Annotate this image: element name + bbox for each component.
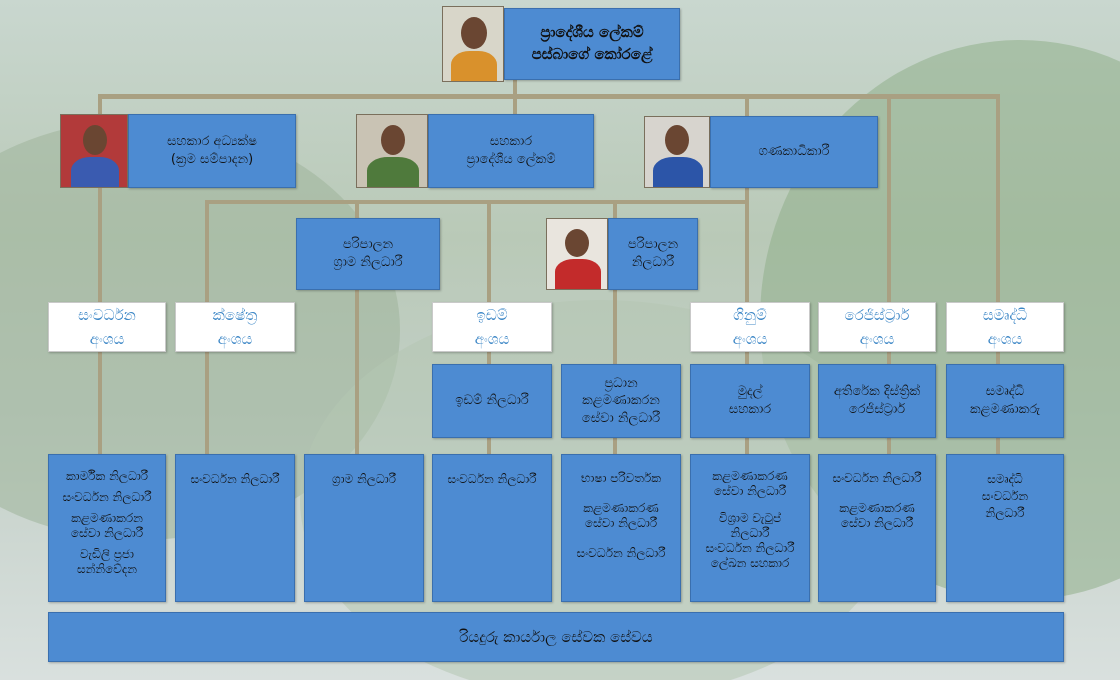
division-label: ගිනුම් (733, 306, 767, 324)
admin-officer-line2: නිලධාරී (631, 255, 675, 270)
division-development: සංවර්ධන අංශය (48, 302, 166, 352)
head-title-line1: ප්‍රාදේශීය ලේකම් (540, 23, 644, 42)
subunit-line: සහකාර (728, 402, 772, 417)
staff-item: කළමණාකරණ සේවා නිලධාරී (583, 500, 659, 531)
asst-secretary-line2: ප්‍රාදේශීය ලේකම් (466, 152, 556, 167)
admin-grama-officer-box: පරිපාලන ග්‍රාම නිලධාරී (296, 218, 440, 290)
connector-v1 (98, 94, 102, 454)
division-sublabel: අංශය (732, 330, 768, 348)
subunit-line: මුදල් (737, 384, 763, 400)
accountant-box: ගණකාධිකාරී (710, 116, 878, 188)
staff-item: විශ්‍රාම වැටුප් නිලධාරී සංවර්ධන නිලධාරී … (705, 511, 795, 570)
connector-v9 (613, 200, 617, 454)
staff-column-1: කාර්මික නිලධාරී සංවර්ධන නිලධාරී කළමණාකරන… (48, 454, 166, 602)
staff-item: වැඩිලි ප්‍රජා සන්නිවේදන (77, 547, 137, 576)
asst-director-photo (60, 114, 128, 188)
accountant-line1: ගණකාධිකාරී (758, 144, 830, 160)
subunit-line: අතිරේක දිස්ත්‍රික් (833, 384, 921, 400)
subunit-land-officer: ඉඩම් නිලධාරී (432, 364, 552, 438)
connector-v5 (996, 94, 1000, 454)
staff-item: සමෘද්ධි සංවර්ධන නිලධාරී (981, 472, 1029, 520)
subunit-additional-registrar: අතිරේක දිස්ත්‍රික් රෙජිස්ට්‍රාර් (818, 364, 936, 438)
staff-item: කළමණාකරණ සේවා නිලධාරී (839, 500, 915, 531)
staff-item: කළමණාකරණ සේවා නිලධාරී (712, 469, 788, 498)
subunit-line: සේවා නිලධාරී (581, 410, 661, 426)
asst-director-box: සහකාර අධ්‍යක්ෂ (ක්‍රම සම්පාදන) (128, 114, 296, 188)
connector-v7 (355, 200, 359, 454)
staff-item: භාෂා පරිවර්තක (580, 471, 661, 485)
division-land: ඉඩම් අංශය (432, 302, 552, 352)
head-title-box: ප්‍රාදේශීය ලේකම් පස්බාගේ කෝරළේ (504, 8, 680, 80)
division-sublabel: අංශය (859, 330, 895, 348)
admin-officer-box: පරිපාලන නිලධාරී (608, 218, 698, 290)
subunit-line: ඉඩම් නිලධාරී (455, 393, 529, 409)
connector-second-horizontal (205, 200, 745, 204)
division-field: ක්ෂේත්‍ර අංශය (175, 302, 295, 352)
staff-column-2: සංවර්ධන නිලධාරී (175, 454, 295, 602)
accountant-photo (644, 116, 710, 188)
asst-secretary-box: සහකාර ප්‍රාදේශීය ලේකම් (428, 114, 594, 188)
asst-secretary-photo (356, 114, 428, 188)
head-title-line2: පස්බාගේ කෝරළේ (531, 45, 653, 63)
asst-secretary-line1: සහකාර (489, 134, 533, 150)
head-photo (442, 6, 504, 82)
division-sublabel: අංශය (474, 330, 510, 348)
staff-column-5: භාෂා පරිවර්තක කළමණාකරණ සේවා නිලධාරී සංවර… (561, 454, 681, 602)
connector-v4 (887, 94, 891, 454)
division-label: සංවර්ධන (78, 306, 136, 324)
subunit-finance-assistant: මුදල් සහකාර (690, 364, 810, 438)
admin-officer-photo (546, 218, 608, 290)
division-label: ඉඩම් (476, 306, 508, 324)
division-sublabel: අංශය (217, 330, 253, 348)
subunit-line: කළමණාකරන (582, 393, 660, 409)
admin-officer-line1: පරිපාලන (627, 237, 679, 253)
division-samurdhi: සමෘද්ධි අංශය (946, 302, 1064, 352)
footer-support-staff: රියදුරු කාර්යාල සේවක සේවය (48, 612, 1064, 662)
asst-director-line2: (ක්‍රම සම්පාදන) (170, 152, 254, 167)
staff-item: සංවර්ධන නිලධාරී (62, 490, 152, 504)
subunit-line: රෙජිස්ට්‍රාර් (848, 402, 906, 417)
staff-column-3: ග්‍රාම නිලධාරී (304, 454, 424, 602)
staff-item: සංවර්ධන නිලධාරී (576, 545, 666, 560)
connector-v3 (745, 94, 749, 454)
subunit-line: කළමණාකරු (969, 402, 1041, 417)
subunit-line: ප්‍රධාන (604, 375, 638, 391)
staff-column-8: සමෘද්ධි සංවර්ධන නිලධාරී (946, 454, 1064, 602)
division-sublabel: අංශය (987, 330, 1023, 348)
admin-grama-line2: ග්‍රාම නිලධාරී (333, 255, 403, 270)
staff-item: කළමණාකරන සේවා නිලධාරී (70, 511, 144, 540)
staff-item: සංවර්ධන නිලධාරී (190, 472, 280, 486)
division-registrar: රෙජිස්ට්‍රාර් අංශය (818, 302, 936, 352)
connector-main-vertical (513, 80, 517, 100)
staff-item: ග්‍රාම නිලධාරී (332, 472, 396, 486)
subunit-line: සමෘද්ධි (985, 384, 1025, 400)
subunit-samurdhi-manager: සමෘද්ධි කළමණාකරු (946, 364, 1064, 438)
admin-grama-line1: පරිපාලන (342, 237, 394, 253)
division-label: රෙජිස්ට්‍රාර් (844, 306, 910, 324)
staff-item: සංවර්ධන නිලධාරී (447, 472, 537, 486)
division-label: ක්ෂේත්‍ර (212, 306, 258, 324)
staff-item: සංවර්ධන නිලධාරී (832, 471, 922, 485)
footer-label: රියදුරු කාර්යාල සේවක සේවය (459, 627, 653, 646)
subunit-chief-management: ප්‍රධාන කළමණාකරන සේවා නිලධාරී (561, 364, 681, 438)
staff-item: කාර්මික නිලධාරී (65, 469, 149, 483)
staff-column-6: කළමණාකරණ සේවා නිලධාරී විශ්‍රාම වැටුප් නි… (690, 454, 810, 602)
asst-director-line1: සහකාර අධ්‍යක්ෂ (167, 134, 257, 150)
division-label: සමෘද්ධි (982, 306, 1028, 324)
staff-column-4: සංවර්ධන නිලධාරී (432, 454, 552, 602)
staff-column-7: සංවර්ධන නිලධාරී කළමණාකරණ සේවා නිලධාරී (818, 454, 936, 602)
connector-top-horizontal (98, 94, 1000, 99)
division-accounts: ගිනුම් අංශය (690, 302, 810, 352)
division-sublabel: අංශය (89, 330, 125, 348)
